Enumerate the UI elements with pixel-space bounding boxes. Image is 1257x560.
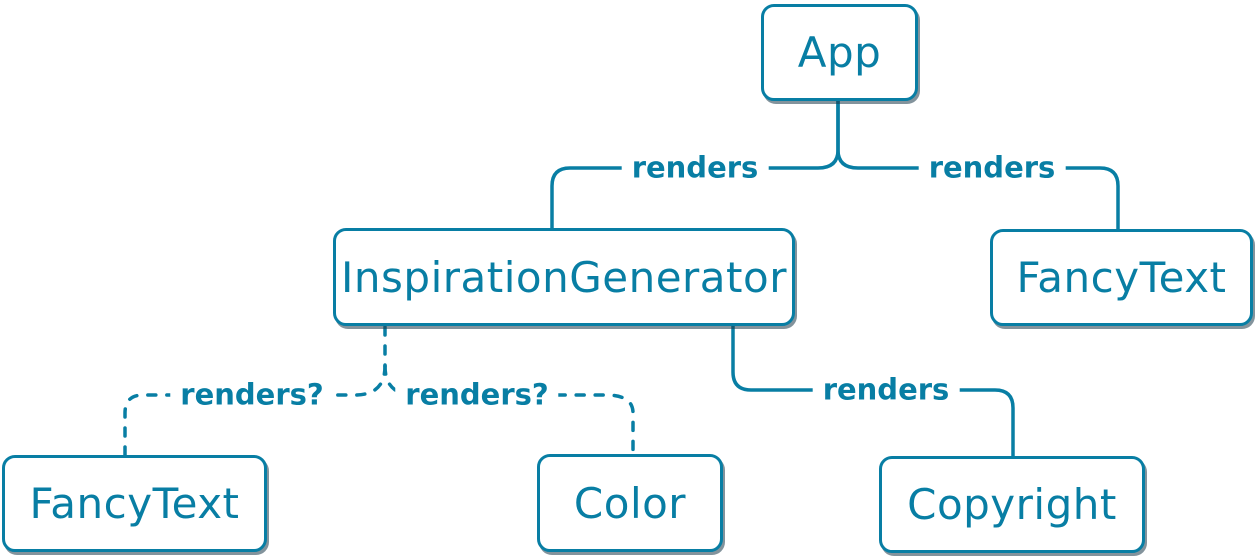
node-copyright-label: Copyright [907, 480, 1117, 529]
edge-label-renders-left: renders [621, 150, 769, 186]
edge-label-renders-right: renders [918, 150, 1066, 186]
node-app-label: App [797, 28, 882, 77]
node-fancy-text-top-label: FancyText [1016, 253, 1227, 302]
edge-label-renders-conditional-right: renders? [395, 377, 559, 413]
edge-inspiration-generator-color [383, 364, 635, 458]
edge-label-renders-conditional-left: renders? [170, 377, 334, 413]
node-color: Color [537, 454, 723, 552]
node-fancy-text-top: FancyText [990, 229, 1253, 326]
node-app: App [761, 4, 918, 101]
node-copyright: Copyright [879, 456, 1145, 553]
node-fancy-text-bottom-label: FancyText [29, 479, 240, 528]
node-inspiration-generator-label: InspirationGenerator [341, 252, 787, 302]
node-inspiration-generator: InspirationGenerator [333, 228, 795, 326]
node-color-label: Color [573, 478, 687, 528]
node-fancy-text-bottom: FancyText [2, 455, 267, 552]
edge-label-renders-copyright: renders [812, 372, 960, 408]
